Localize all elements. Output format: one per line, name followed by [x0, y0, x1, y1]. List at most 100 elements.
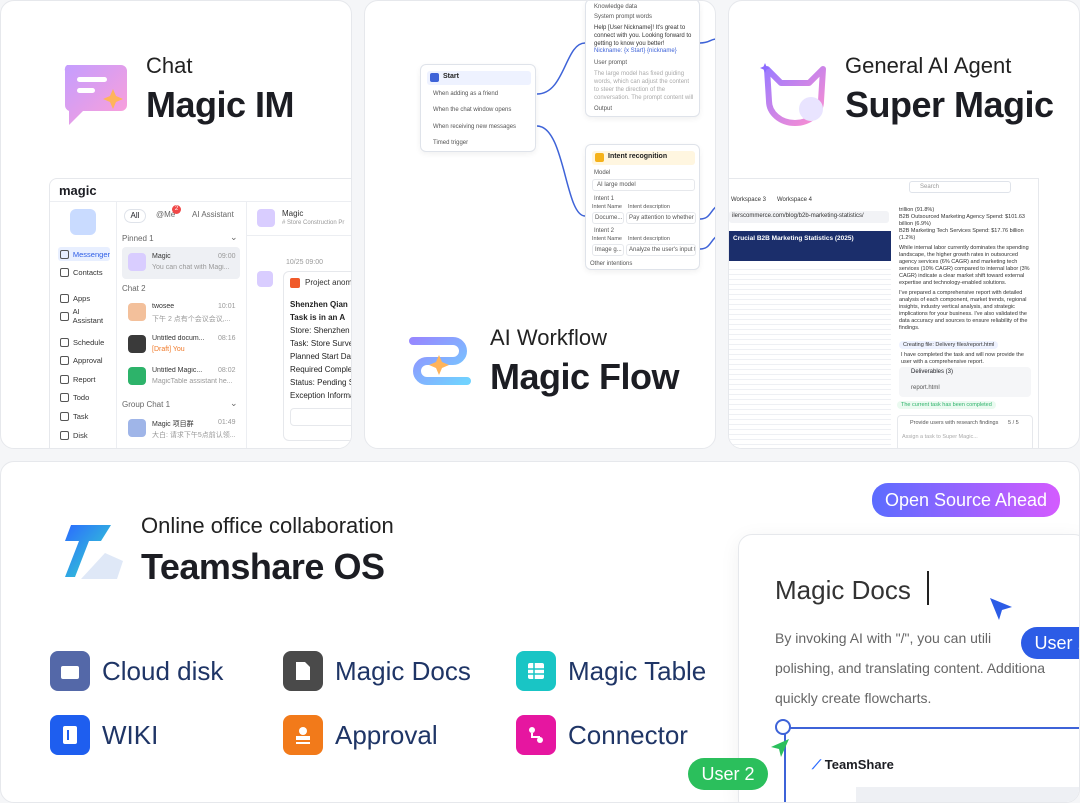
report-icon: [60, 374, 69, 384]
nav-todo[interactable]: Todo: [58, 390, 110, 404]
connector-lines: [536, 38, 715, 250]
conv-magic[interactable]: Magic 09:00 You can chat with Magi...: [122, 247, 240, 279]
nav-report[interactable]: Report: [58, 372, 110, 386]
article-banner: Crucial B2B Marketing Statistics (2025): [729, 231, 891, 261]
reply-input[interactable]: [290, 408, 351, 426]
message-date: 10/25 09:00: [286, 259, 323, 266]
card-title: Magic Flow: [490, 356, 680, 397]
approval-icon: [60, 355, 69, 365]
nav-approval[interactable]: Approval: [58, 353, 110, 367]
task-icon: [60, 411, 69, 421]
task-input-box[interactable]: Provide users with research findings 5 /…: [897, 415, 1033, 448]
teamshare-logo-icon: [65, 525, 123, 579]
workspace-tab[interactable]: Workspace 3: [731, 197, 766, 203]
intent-name-field[interactable]: Docume...: [592, 212, 624, 224]
start-icon: [430, 73, 439, 82]
nav-schedule[interactable]: Schedule: [58, 335, 110, 349]
url-bar[interactable]: ilerscommerce.com/blog/b2b-marketing-sta…: [729, 211, 889, 223]
feature-wiki[interactable]: WIKI: [50, 715, 158, 755]
nav-contacts[interactable]: Contacts: [58, 265, 110, 279]
docs-title: Magic Docs: [775, 575, 911, 605]
unread-badge: 2: [172, 205, 181, 214]
completed-status: The current task has been completed: [897, 401, 996, 409]
feature-approval[interactable]: Approval: [283, 715, 438, 755]
ai-assistant-icon: [60, 311, 69, 321]
feature-magic-table[interactable]: Magic Table: [516, 651, 706, 691]
group-avatar: [128, 419, 146, 437]
todo-icon: [60, 392, 69, 402]
super-magic-card: General AI Agent Super Magic Workspace 3…: [728, 0, 1080, 449]
start-node[interactable]: Start When adding as a friend When the c…: [420, 64, 536, 152]
connector-icon: [516, 715, 556, 755]
tab-at-me[interactable]: @Me: [156, 210, 176, 219]
intent-icon: [595, 153, 604, 162]
intent-node[interactable]: Intent recognition Model AI large model …: [585, 144, 700, 270]
schedule-icon: [60, 337, 69, 347]
section-group[interactable]: Group Chat 1: [122, 400, 171, 409]
cursor-icon: [990, 598, 1012, 620]
alert-icon: [290, 278, 300, 288]
cloud-disk-icon: [50, 651, 90, 691]
intent-desc-field[interactable]: Analyze the user's input t...: [626, 244, 696, 256]
magic-avatar-icon: [257, 271, 273, 287]
chevron-down-icon[interactable]: ⌄: [230, 398, 238, 408]
messenger-icon: [60, 249, 69, 259]
docs-icon: [283, 651, 323, 691]
deliverables-box[interactable]: Deliverables (3) report.html: [899, 367, 1031, 397]
approval-icon: [283, 715, 323, 755]
intent-desc-field[interactable]: Pay attention to whether t...: [626, 212, 696, 224]
user2-tag: User 2: [688, 758, 768, 790]
browser-bar: [856, 787, 1079, 802]
chat-header-sub: # Store Construction Pr: [282, 220, 345, 226]
feature-connector[interactable]: Connector: [516, 715, 688, 755]
nav-messenger[interactable]: Messenger: [58, 247, 110, 261]
agent-app-window: Workspace 3 Workspace 4 Search ilerscomm…: [729, 178, 1039, 448]
section-pinned[interactable]: Pinned 1: [122, 234, 154, 243]
docs-preview: Magic Docs By invoking AI with "/", you …: [738, 534, 1079, 802]
user1-tag: User 1: [1021, 627, 1079, 659]
cursor-icon: [771, 739, 789, 757]
llm-node[interactable]: Knowledge data System prompt words Help …: [585, 1, 700, 117]
conv-doc[interactable]: Untitled docum... 08:16 [Draft] You: [122, 331, 240, 359]
creating-chip: Creating file: Delivery files/report.htm…: [899, 341, 999, 349]
avatar[interactable]: [70, 209, 96, 235]
docs-text: By invoking AI with "/", you can utili p…: [775, 630, 1046, 706]
nav-apps[interactable]: Apps: [58, 291, 110, 305]
disk-icon: [60, 430, 69, 440]
embedded-doc: ⟋ TeamShare: [784, 727, 1079, 802]
nav-task[interactable]: Task: [58, 409, 110, 423]
table-icon: [516, 651, 556, 691]
magic-avatar-icon: [257, 209, 275, 227]
nav-ai-assistant[interactable]: AI Assistant: [58, 307, 110, 325]
message-card[interactable]: Project anom Shenzhen Qian Task is in an…: [283, 271, 351, 441]
conv-table[interactable]: Untitled Magic... 08:02 MagicTable assis…: [122, 363, 240, 391]
tab-all[interactable]: All: [124, 209, 146, 223]
card-subtitle: Online office collaboration: [141, 513, 394, 538]
nav-disk[interactable]: Disk: [58, 428, 110, 442]
card-subtitle: Chat: [146, 53, 193, 78]
open-source-badge[interactable]: Open Source Ahead: [872, 483, 1060, 517]
tab-ai-assistant[interactable]: AI Assistant: [192, 210, 234, 219]
section-chat[interactable]: Chat 2: [122, 284, 146, 293]
feature-magic-docs[interactable]: Magic Docs: [283, 651, 471, 691]
model-select[interactable]: AI large model: [592, 179, 695, 191]
article-body: [729, 265, 891, 448]
chevron-down-icon[interactable]: ⌄: [230, 232, 238, 242]
apps-icon: [60, 293, 69, 303]
report-panel: trillion (91.8%) B2B Outsourced Marketin…: [899, 207, 1030, 331]
conv-group[interactable]: Magic 项目群 01:49 大白: 请求下午5点前认领...: [122, 415, 240, 443]
magic-avatar-icon: [128, 253, 146, 271]
chat-bubble-icon: [64, 65, 127, 125]
conv-twosee[interactable]: twosee 10:01 下午 2 点有个会议会议,...: [122, 299, 240, 327]
teamshare-brand: ⟋ TeamShare: [812, 757, 894, 772]
feature-cloud-disk[interactable]: Cloud disk: [50, 651, 223, 691]
intent-name-field[interactable]: Image g...: [592, 244, 624, 256]
workspace-tab[interactable]: Workspace 4: [777, 197, 812, 203]
card-subtitle: General AI Agent: [845, 53, 1012, 78]
chat-header-name: Magic: [282, 209, 304, 218]
wiki-icon: [50, 715, 90, 755]
search-input[interactable]: Search: [909, 181, 1011, 193]
document-icon: [128, 335, 146, 353]
drag-handle[interactable]: [775, 719, 791, 735]
card-title: Magic IM: [146, 84, 295, 125]
